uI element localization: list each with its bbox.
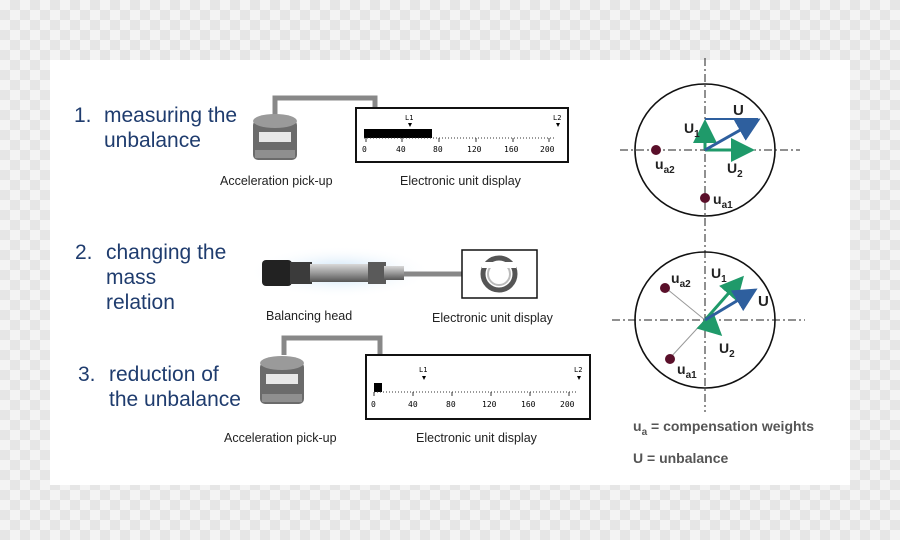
step-1-title: 1. measuring the unbalance [74,103,274,153]
gauge-3-tick-0: 0 [371,400,376,409]
label-u-top: U [733,102,744,119]
gauge-1-tick-80: 80 [433,145,443,154]
gauge-1-marker-2: L2 [553,114,562,122]
step-3-number: 3. [78,363,96,386]
step-3-line-2: the unbalance [109,388,241,411]
gauge-1-tick-160: 160 [504,145,519,154]
gauge-3-tick-120: 120 [482,400,497,409]
display-1 [355,107,569,163]
display-3 [365,354,591,420]
step-2-line-1: changing the [106,241,227,264]
gauge-1-marker-1: L1 [405,114,414,122]
display-2 [461,249,538,299]
gauge-3-tick-40: 40 [408,400,418,409]
label-u2-bottom: U2 [719,340,735,360]
balancing-head [248,246,462,298]
step-2-number: 2. [75,241,93,264]
step-2-line-2: mass [106,266,157,289]
legend-compensation-weights: ua = compensation weights [633,418,814,438]
caption-display-1: Electronic unit display [400,174,521,188]
step-3-title: 3. reduction of the unbalance [78,362,278,412]
gauge-3-tick-200: 200 [560,400,575,409]
vector-diagram-top [620,58,800,412]
legend-unbalance: U = unbalance [633,450,729,466]
gauge-1-tick-120: 120 [467,145,482,154]
step-1-number: 1. [74,104,92,127]
pickup-sensor-3 [260,335,383,404]
label-u1-top: U1 [684,120,700,140]
gauge-3-tick-80: 80 [446,400,456,409]
step-3-line-1: reduction of [109,363,219,386]
label-ua2-bottom: ua2 [671,270,691,290]
label-ua1-top: ua1 [713,191,733,211]
caption-pickup-3: Acceleration pick-up [224,431,337,445]
caption-display-3: Electronic unit display [416,431,537,445]
label-ua1-bottom: ua1 [677,361,697,381]
caption-display-2: Electronic unit display [432,311,553,325]
label-u1-bottom: U1 [711,265,727,285]
step-2-line-3: relation [106,291,175,314]
gauge-1-tick-40: 40 [396,145,406,154]
caption-balancing-head: Balancing head [266,309,353,323]
label-u2-top: U2 [727,160,743,180]
gauge-1-tick-0: 0 [362,145,367,154]
label-u-bottom: U [758,293,769,310]
gauge-3-marker-1: L1 [419,366,428,374]
step-1-line-2: unbalance [104,129,201,152]
vector-diagram-bottom [612,251,805,389]
gauge-1-tick-200: 200 [540,145,555,154]
step-1-line-1: measuring the [104,104,238,127]
caption-pickup-1: Acceleration pick-up [220,174,333,188]
gauge-3-tick-160: 160 [521,400,536,409]
gauge-3-marker-2: L2 [574,366,583,374]
pickup-sensor-1 [253,95,378,160]
label-ua2-top: ua2 [655,156,675,176]
step-2-title: 2. changing the mass relation [75,240,275,315]
